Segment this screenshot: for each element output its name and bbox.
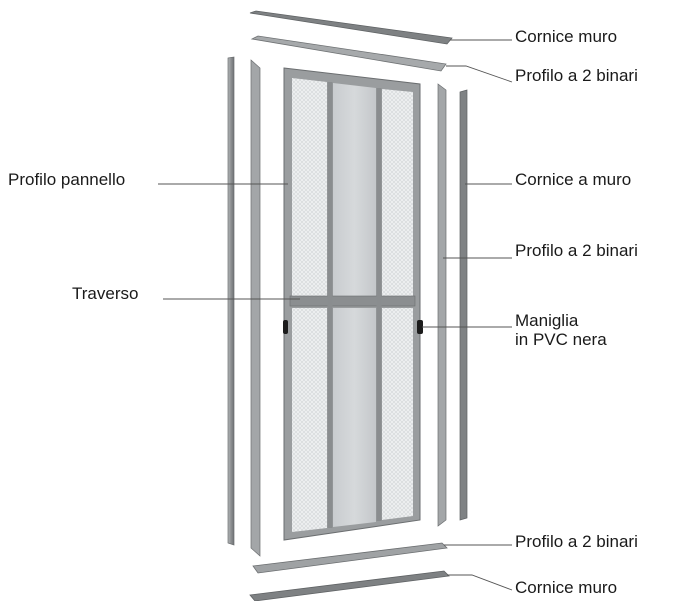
label-maniglia-line1: Maniglia xyxy=(515,311,579,330)
top-wall-frame-bar xyxy=(249,10,453,45)
label-profilo-2-binari-right: Profilo a 2 binari xyxy=(515,241,638,260)
label-traverso: Traverso xyxy=(72,284,139,303)
bottom-wall-frame-bar xyxy=(249,570,450,601)
mesh-center-lower xyxy=(333,308,376,527)
label-cornice-muro-bottom: Cornice muro xyxy=(515,578,618,597)
label-cornice-a-muro: Cornice a muro xyxy=(515,170,632,189)
right-wall-frame-bar xyxy=(459,89,468,521)
leader-lines xyxy=(158,39,513,591)
mesh-left-lower xyxy=(292,308,327,532)
leader-cornice-muro-bottom xyxy=(447,574,513,591)
mesh-center-upper xyxy=(333,83,376,296)
handle-left xyxy=(283,320,288,334)
mesh-right-upper xyxy=(382,89,413,296)
label-profilo-2-binari-top: Profilo a 2 binari xyxy=(515,66,638,85)
top-two-track-profile xyxy=(250,35,447,72)
right-two-track-profile xyxy=(437,83,447,527)
mesh-right-lower xyxy=(382,308,413,520)
left-wall-frame-bar xyxy=(227,56,235,546)
leader-profilo-top xyxy=(446,65,513,83)
label-profilo-pannello: Profilo pannello xyxy=(8,170,126,189)
bottom-two-track-profile xyxy=(252,542,448,574)
left-two-track-profile xyxy=(250,59,261,557)
traverso-bar xyxy=(289,295,416,307)
mesh-left-upper xyxy=(292,78,327,296)
label-maniglia-line2: in PVC nera xyxy=(515,330,607,349)
label-profilo-2-binari-bottom: Profilo a 2 binari xyxy=(515,532,638,551)
label-cornice-muro-top: Cornice muro xyxy=(515,27,618,46)
handle-right xyxy=(417,320,423,334)
